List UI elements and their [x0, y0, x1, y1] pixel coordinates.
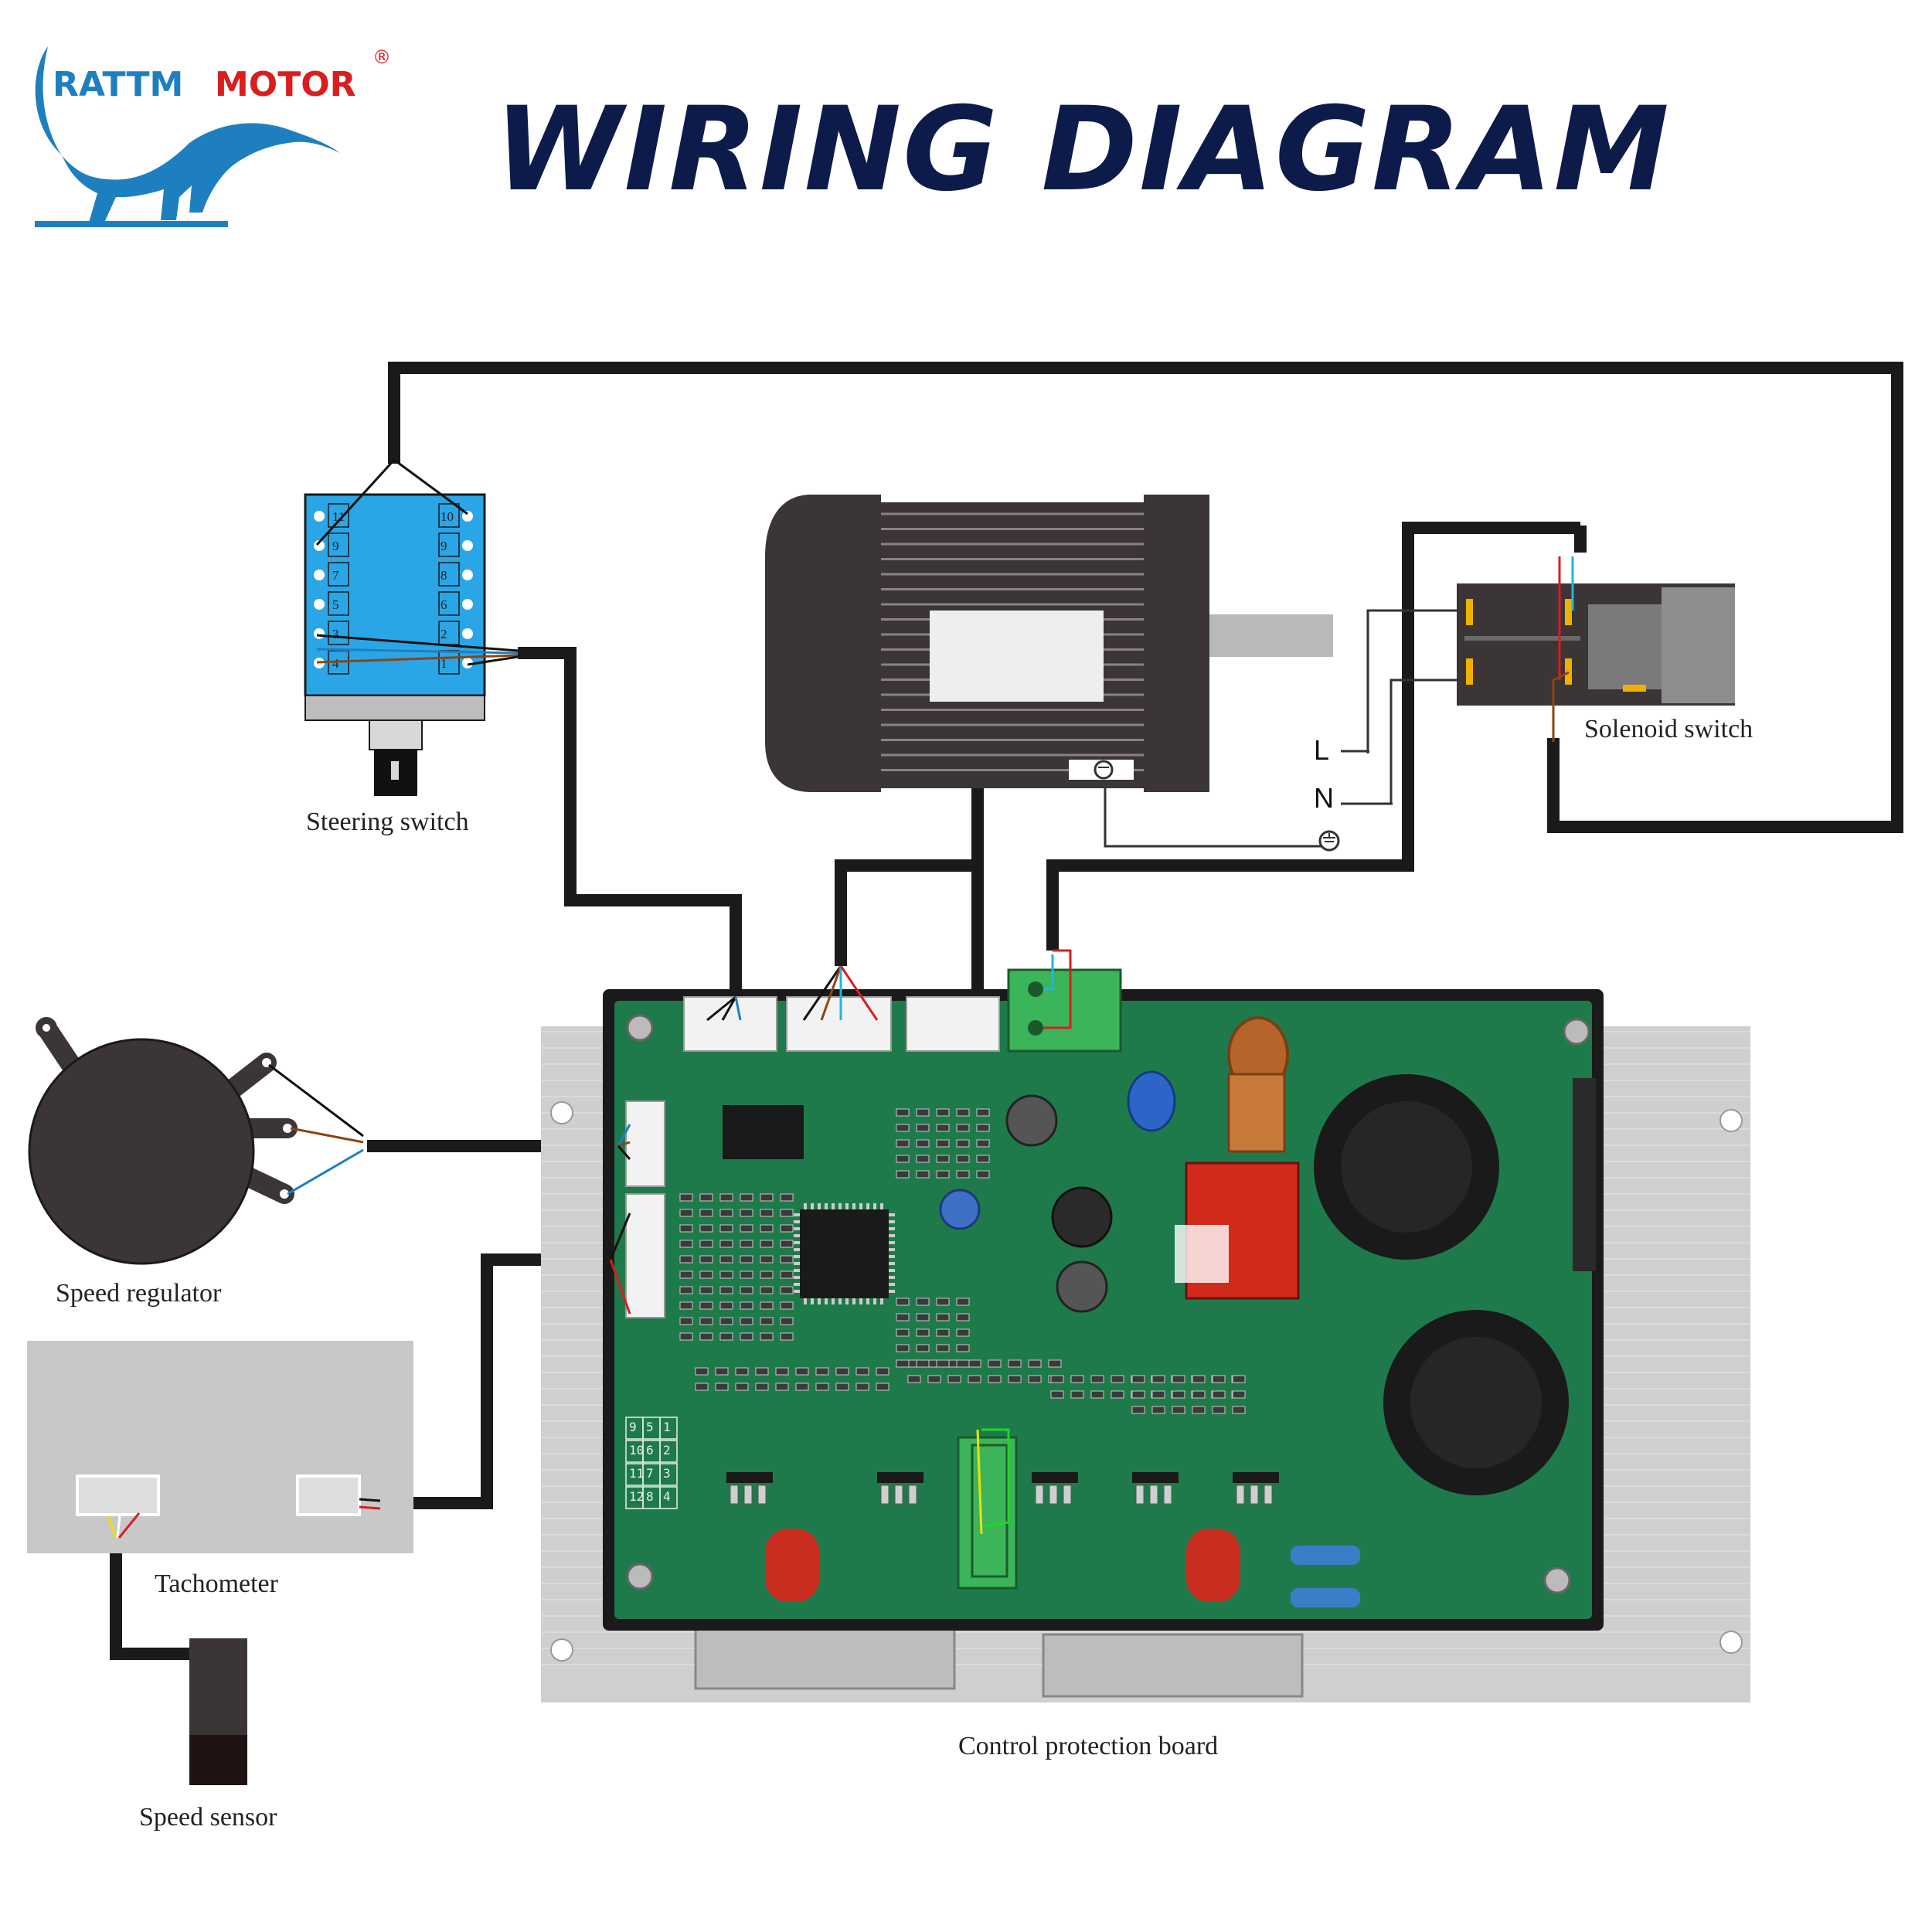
connector-display	[625, 1193, 665, 1318]
switch-pin-right	[462, 570, 473, 580]
switch-pin-label-left: 7	[332, 568, 339, 583]
switch-pin-label-left: 4	[332, 656, 339, 671]
cable-steering-to-board	[518, 647, 742, 997]
board-pin-label: 9	[629, 1420, 637, 1434]
motor-earth-icon	[1094, 760, 1114, 780]
wire-live	[1366, 609, 1472, 753]
control-board-label: Control protection board	[958, 1732, 1218, 1760]
switch-pin-label-right: 1	[440, 656, 447, 671]
switch-pin-label-right: 8	[440, 568, 447, 583]
board-pin-label: 3	[663, 1466, 671, 1481]
resistor-1	[1291, 1546, 1360, 1565]
switch-pin-label-right: 10	[440, 509, 454, 524]
cable-tacho-to-sensor	[110, 1538, 197, 1660]
speed-sensor-body	[189, 1638, 247, 1735]
switch-pin-label-left: 9	[332, 539, 339, 553]
board-pin-label: 10	[629, 1443, 644, 1458]
speed-regulator-knob	[28, 1038, 255, 1265]
motor-shaft	[1209, 614, 1333, 657]
switch-pin-left	[314, 628, 325, 639]
board-pin-label: 6	[646, 1443, 654, 1458]
capacitor-small-blue	[939, 1189, 981, 1230]
board-pin-label: 2	[663, 1443, 671, 1458]
switch-pin-label-left: 3	[332, 627, 339, 641]
microcontroller-chip	[800, 1209, 889, 1298]
speed-regulator-label: Speed regulator	[56, 1279, 222, 1308]
power-wires: L N	[1104, 609, 1472, 852]
connector-spare	[906, 996, 1000, 1052]
steering-switch: 11 10 9 9 7 8 5 6 3 2 4 1 Steering switch	[304, 458, 519, 836]
cable-solenoid-to-terminal	[1046, 522, 1587, 951]
solenoid-switch-label: Solenoid switch	[1584, 715, 1753, 743]
capacitor-small-1	[1005, 1094, 1058, 1147]
wire-earth	[1104, 769, 1321, 848]
label-neutral: N	[1314, 782, 1334, 814]
board-pin-label: 11	[629, 1466, 644, 1481]
switch-pin-left	[314, 540, 325, 551]
switch-pin-label-left: 11	[332, 509, 345, 524]
switch-pin-label-right: 9	[440, 539, 447, 553]
switch-pin-left	[314, 599, 325, 610]
ic-chip-small	[723, 1105, 804, 1159]
cable-steering-to-solenoid	[388, 362, 1903, 833]
switch-pin-right	[462, 599, 473, 610]
switch-pin-label-right: 2	[440, 627, 447, 641]
switch-pin-left	[314, 511, 325, 522]
speed-sensor-label: Speed sensor	[139, 1803, 277, 1832]
connector-speed	[625, 1100, 665, 1187]
dinosaur-logo-icon	[35, 46, 340, 223]
switch-pin-right	[462, 540, 473, 551]
board-pin-label: 7	[646, 1466, 654, 1481]
steering-switch-pins: 11 10 9 9 7 8 5 6 3 2 4 1	[314, 503, 473, 675]
wire-neutral	[1389, 679, 1472, 804]
connector-motor-signal	[786, 996, 892, 1052]
motor	[765, 495, 1333, 792]
inductor-coil	[1227, 1073, 1286, 1153]
switch-pin-label-left: 5	[332, 597, 339, 612]
board-pin-label: 5	[646, 1420, 654, 1434]
resistor-2	[1291, 1588, 1360, 1607]
board-pin-label: 1	[663, 1420, 671, 1434]
capacitor-small-3	[1056, 1260, 1108, 1313]
registered-mark: ®	[372, 46, 391, 68]
switch-pin-left	[314, 570, 325, 580]
capacitor-orange-2	[1186, 1529, 1240, 1602]
brand-name-part2: MOTOR	[215, 65, 356, 104]
board-pin-label: 4	[663, 1489, 671, 1504]
logo-ground	[35, 221, 228, 227]
board-pin-label: 8	[646, 1489, 654, 1504]
tachometer-label: Tachometer	[155, 1570, 279, 1598]
capacitor-orange-1	[765, 1529, 819, 1602]
switch-pin-right	[462, 628, 473, 639]
motor-nameplate	[930, 611, 1104, 702]
speed-regulator: Speed regulator	[28, 1017, 364, 1308]
tachometer-panel	[27, 1341, 413, 1553]
brand-name-part1: RATTM	[53, 65, 183, 104]
steering-switch-label: Steering switch	[306, 808, 469, 836]
page-title: WIRING DIAGRAM	[495, 83, 1671, 217]
capacitor-small-2	[1051, 1186, 1113, 1248]
power-terminal-block	[1007, 968, 1122, 1053]
cable-motor-signal	[835, 859, 978, 966]
switch-pin-right	[462, 511, 473, 522]
label-live: L	[1314, 734, 1329, 766]
board-pin-label: 12	[629, 1489, 644, 1504]
brand-logo: RATTM MOTOR ®	[35, 46, 391, 227]
switch-pin-label-right: 6	[440, 597, 447, 612]
speed-sensor: Speed sensor	[139, 1638, 277, 1832]
solenoid-switch: Solenoid switch	[1457, 556, 1753, 743]
switch-pin-right	[462, 658, 473, 668]
tachometer: Tachometer	[27, 1341, 413, 1598]
